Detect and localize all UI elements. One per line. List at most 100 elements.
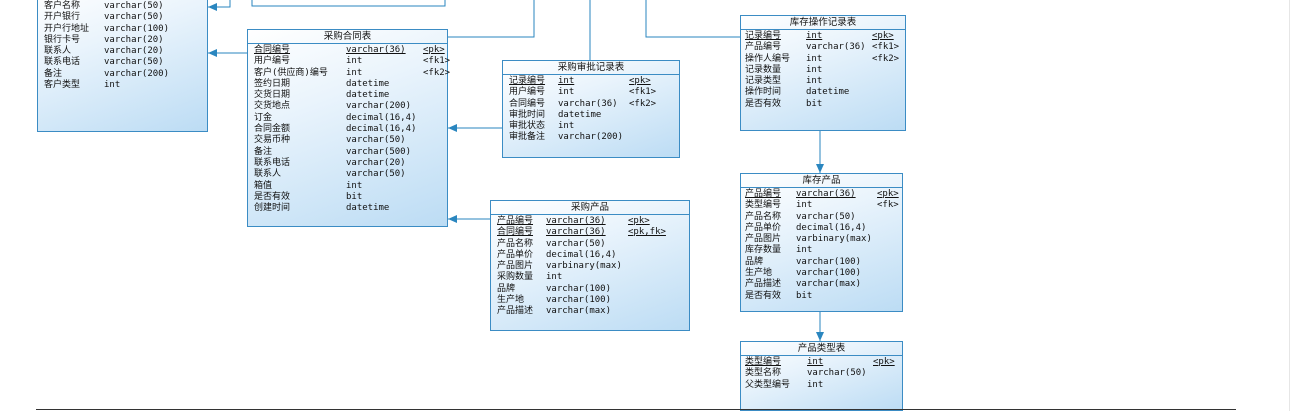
column-type: datetime <box>346 203 390 214</box>
column-type: int <box>346 180 363 191</box>
column-key: <pk> <box>628 216 650 226</box>
column-type: varchar(100) <box>104 23 170 34</box>
column-type: int <box>558 121 575 132</box>
column-key: <pk> <box>872 31 894 41</box>
column-name: 合同金额 <box>254 124 291 135</box>
column-type: int <box>807 379 824 390</box>
column-key: <fk2> <box>872 53 900 64</box>
column-name: 产品名称 <box>497 238 534 249</box>
column-key: <pk> <box>877 189 899 199</box>
column-key: <pk> <box>873 357 895 367</box>
column-type: datetime <box>346 90 390 101</box>
column-name: 审批备注 <box>509 132 546 143</box>
link-to-customer-top <box>208 0 231 11</box>
table-title: 产品类型表 <box>741 342 902 356</box>
column-name: 记录数量 <box>745 64 782 75</box>
column-type: varchar(36) <box>346 45 406 55</box>
column-key: <fk2> <box>423 67 451 78</box>
column-name: 交易币种 <box>254 135 291 146</box>
column-name: 品牌 <box>497 283 516 294</box>
column-name: 审批状态 <box>509 121 546 132</box>
column-type: varchar(50) <box>104 1 164 11</box>
column-type: varchar(max) <box>546 306 612 317</box>
column-type: int <box>346 67 363 78</box>
column-type: varchar(50) <box>796 211 856 222</box>
column-name: 联系电话 <box>44 57 81 68</box>
column-type: decimal(16,4) <box>346 112 417 123</box>
column-key: <pk,fk> <box>628 227 666 238</box>
column-key: <fk2> <box>629 98 657 109</box>
partial-top-table-edge <box>251 0 446 7</box>
column-name: 产品编号 <box>745 189 782 199</box>
column-row: 订金 decimal(16,4) <box>251 113 447 124</box>
column-name: 产品描述 <box>745 279 782 290</box>
column-name: 类型名称 <box>745 368 782 379</box>
column-type: decimal(16,4) <box>546 249 617 260</box>
column-type: varchar(100) <box>796 256 862 267</box>
column-type: varchar(50) <box>104 57 164 68</box>
column-name: 生产地 <box>497 295 525 306</box>
column-row: 客户名称 varchar(50) <box>41 1 207 12</box>
column-type: decimal(16,4) <box>796 222 867 233</box>
column-name: 合同编号 <box>254 45 291 55</box>
column-name: 联系人 <box>44 46 72 57</box>
column-name: 是否有效 <box>745 98 782 109</box>
column-type: bit <box>806 98 823 109</box>
column-type: varchar(20) <box>346 157 406 168</box>
column-name: 库存数量 <box>745 245 782 256</box>
column-name: 创建时间 <box>254 203 291 214</box>
column-name: 备注 <box>254 146 273 157</box>
column-name: 产品描述 <box>497 306 534 317</box>
column-name: 操作人编号 <box>745 53 791 64</box>
column-row: 交货日期 datetime <box>251 90 447 101</box>
column-type: varchar(200) <box>346 101 412 112</box>
column-key: <pk> <box>423 45 445 55</box>
column-type: varchar(36) <box>546 216 606 226</box>
column-type: varchar(50) <box>546 238 606 249</box>
column-name: 客户(供应商)编号 <box>254 67 328 78</box>
column-name: 是否有效 <box>254 191 291 202</box>
column-row: 客户(供应商)编号 int <fk2> <box>251 67 451 79</box>
column-type: varchar(200) <box>104 68 170 79</box>
column-name: 交货日期 <box>254 90 291 101</box>
column-type: varchar(max) <box>796 279 862 290</box>
table-title: 采购合同表 <box>248 30 447 44</box>
column-name: 产品单价 <box>497 249 534 260</box>
column-type: int <box>806 53 823 64</box>
column-name: 记录类型 <box>745 76 782 87</box>
column-type: int <box>796 245 813 256</box>
column-type: varchar(100) <box>796 268 862 279</box>
column-name: 备注 <box>44 68 63 79</box>
column-type: varchar(500) <box>346 146 412 157</box>
column-name: 客户名称 <box>44 1 81 11</box>
column-type: varbinary(max) <box>796 234 872 245</box>
column-name: 订金 <box>254 112 273 123</box>
right-frame-border <box>1289 0 1290 411</box>
column-type: int <box>806 64 823 75</box>
